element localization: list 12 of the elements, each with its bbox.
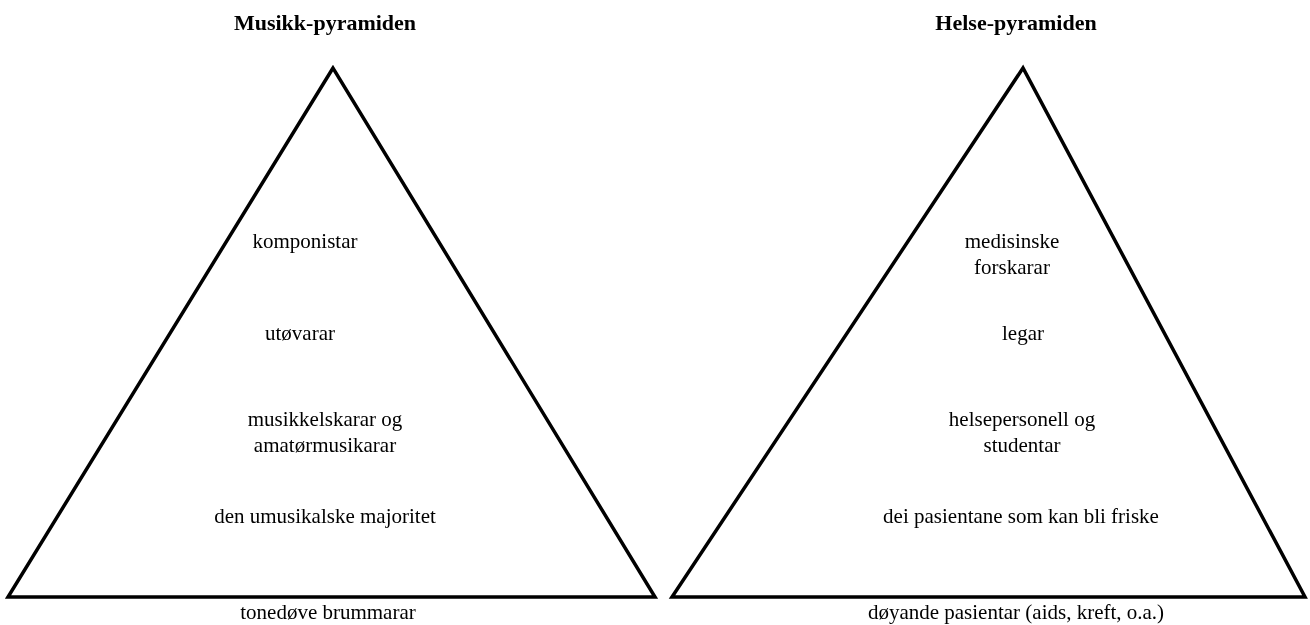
level-label: dei pasientane som kan bli friske xyxy=(883,503,1159,529)
pyramid-title: Musikk-pyramiden xyxy=(233,10,417,36)
level-label: utøvarar xyxy=(265,320,335,346)
level-label: medisinske forskarar xyxy=(963,228,1061,280)
level-label: musikkelskarar og amatørmusikarar xyxy=(246,406,404,458)
level-label: tonedøve brummarar xyxy=(240,599,416,625)
level-label: komponistar xyxy=(252,228,358,254)
level-label: helsepersonell og studentar xyxy=(947,406,1097,458)
level-label: legar xyxy=(1002,320,1044,346)
level-label: den umusikalske majoritet xyxy=(214,503,436,529)
level-label: døyande pasientar (aids, kreft, o.a.) xyxy=(867,599,1165,625)
pyramid-title: Helse-pyramiden xyxy=(935,10,1097,36)
